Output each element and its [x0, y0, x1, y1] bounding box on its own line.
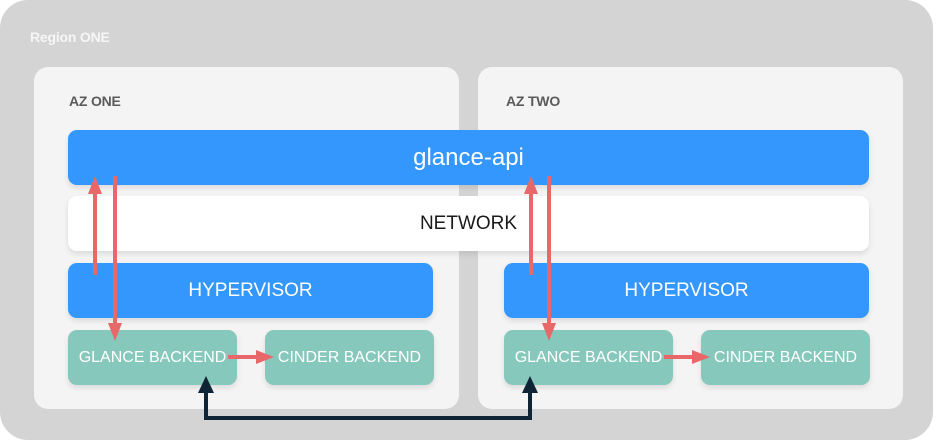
- cinder-backend-az-two[interactable]: CINDER BACKEND: [701, 330, 870, 385]
- glance-backend-label: GLANCE BACKEND: [514, 348, 663, 366]
- hypervisor-az-one[interactable]: HYPERVISOR: [68, 263, 433, 318]
- glance-backend-az-two[interactable]: GLANCE BACKEND: [504, 330, 673, 385]
- cinder-backend-label: CINDER BACKEND: [713, 348, 858, 366]
- hypervisor-label: HYPERVISOR: [624, 279, 749, 301]
- region-label: Region ONE: [30, 29, 110, 45]
- cinder-backend-label: CINDER BACKEND: [277, 348, 422, 366]
- glance-api-label: glance-api: [413, 143, 524, 171]
- network-label: NETWORK: [419, 212, 518, 234]
- glance-backend-az-one[interactable]: GLANCE BACKEND: [68, 330, 237, 385]
- hypervisor-az-two[interactable]: HYPERVISOR: [504, 263, 869, 318]
- hypervisor-label: HYPERVISOR: [188, 279, 313, 301]
- az-two-label: AZ TWO: [506, 93, 561, 109]
- glance-backend-label: GLANCE BACKEND: [78, 348, 227, 366]
- network-box[interactable]: NETWORK: [68, 196, 869, 251]
- cinder-backend-az-one[interactable]: CINDER BACKEND: [265, 330, 434, 385]
- az-one-label: AZ ONE: [69, 93, 121, 109]
- glance-api-box[interactable]: glance-api: [68, 130, 869, 185]
